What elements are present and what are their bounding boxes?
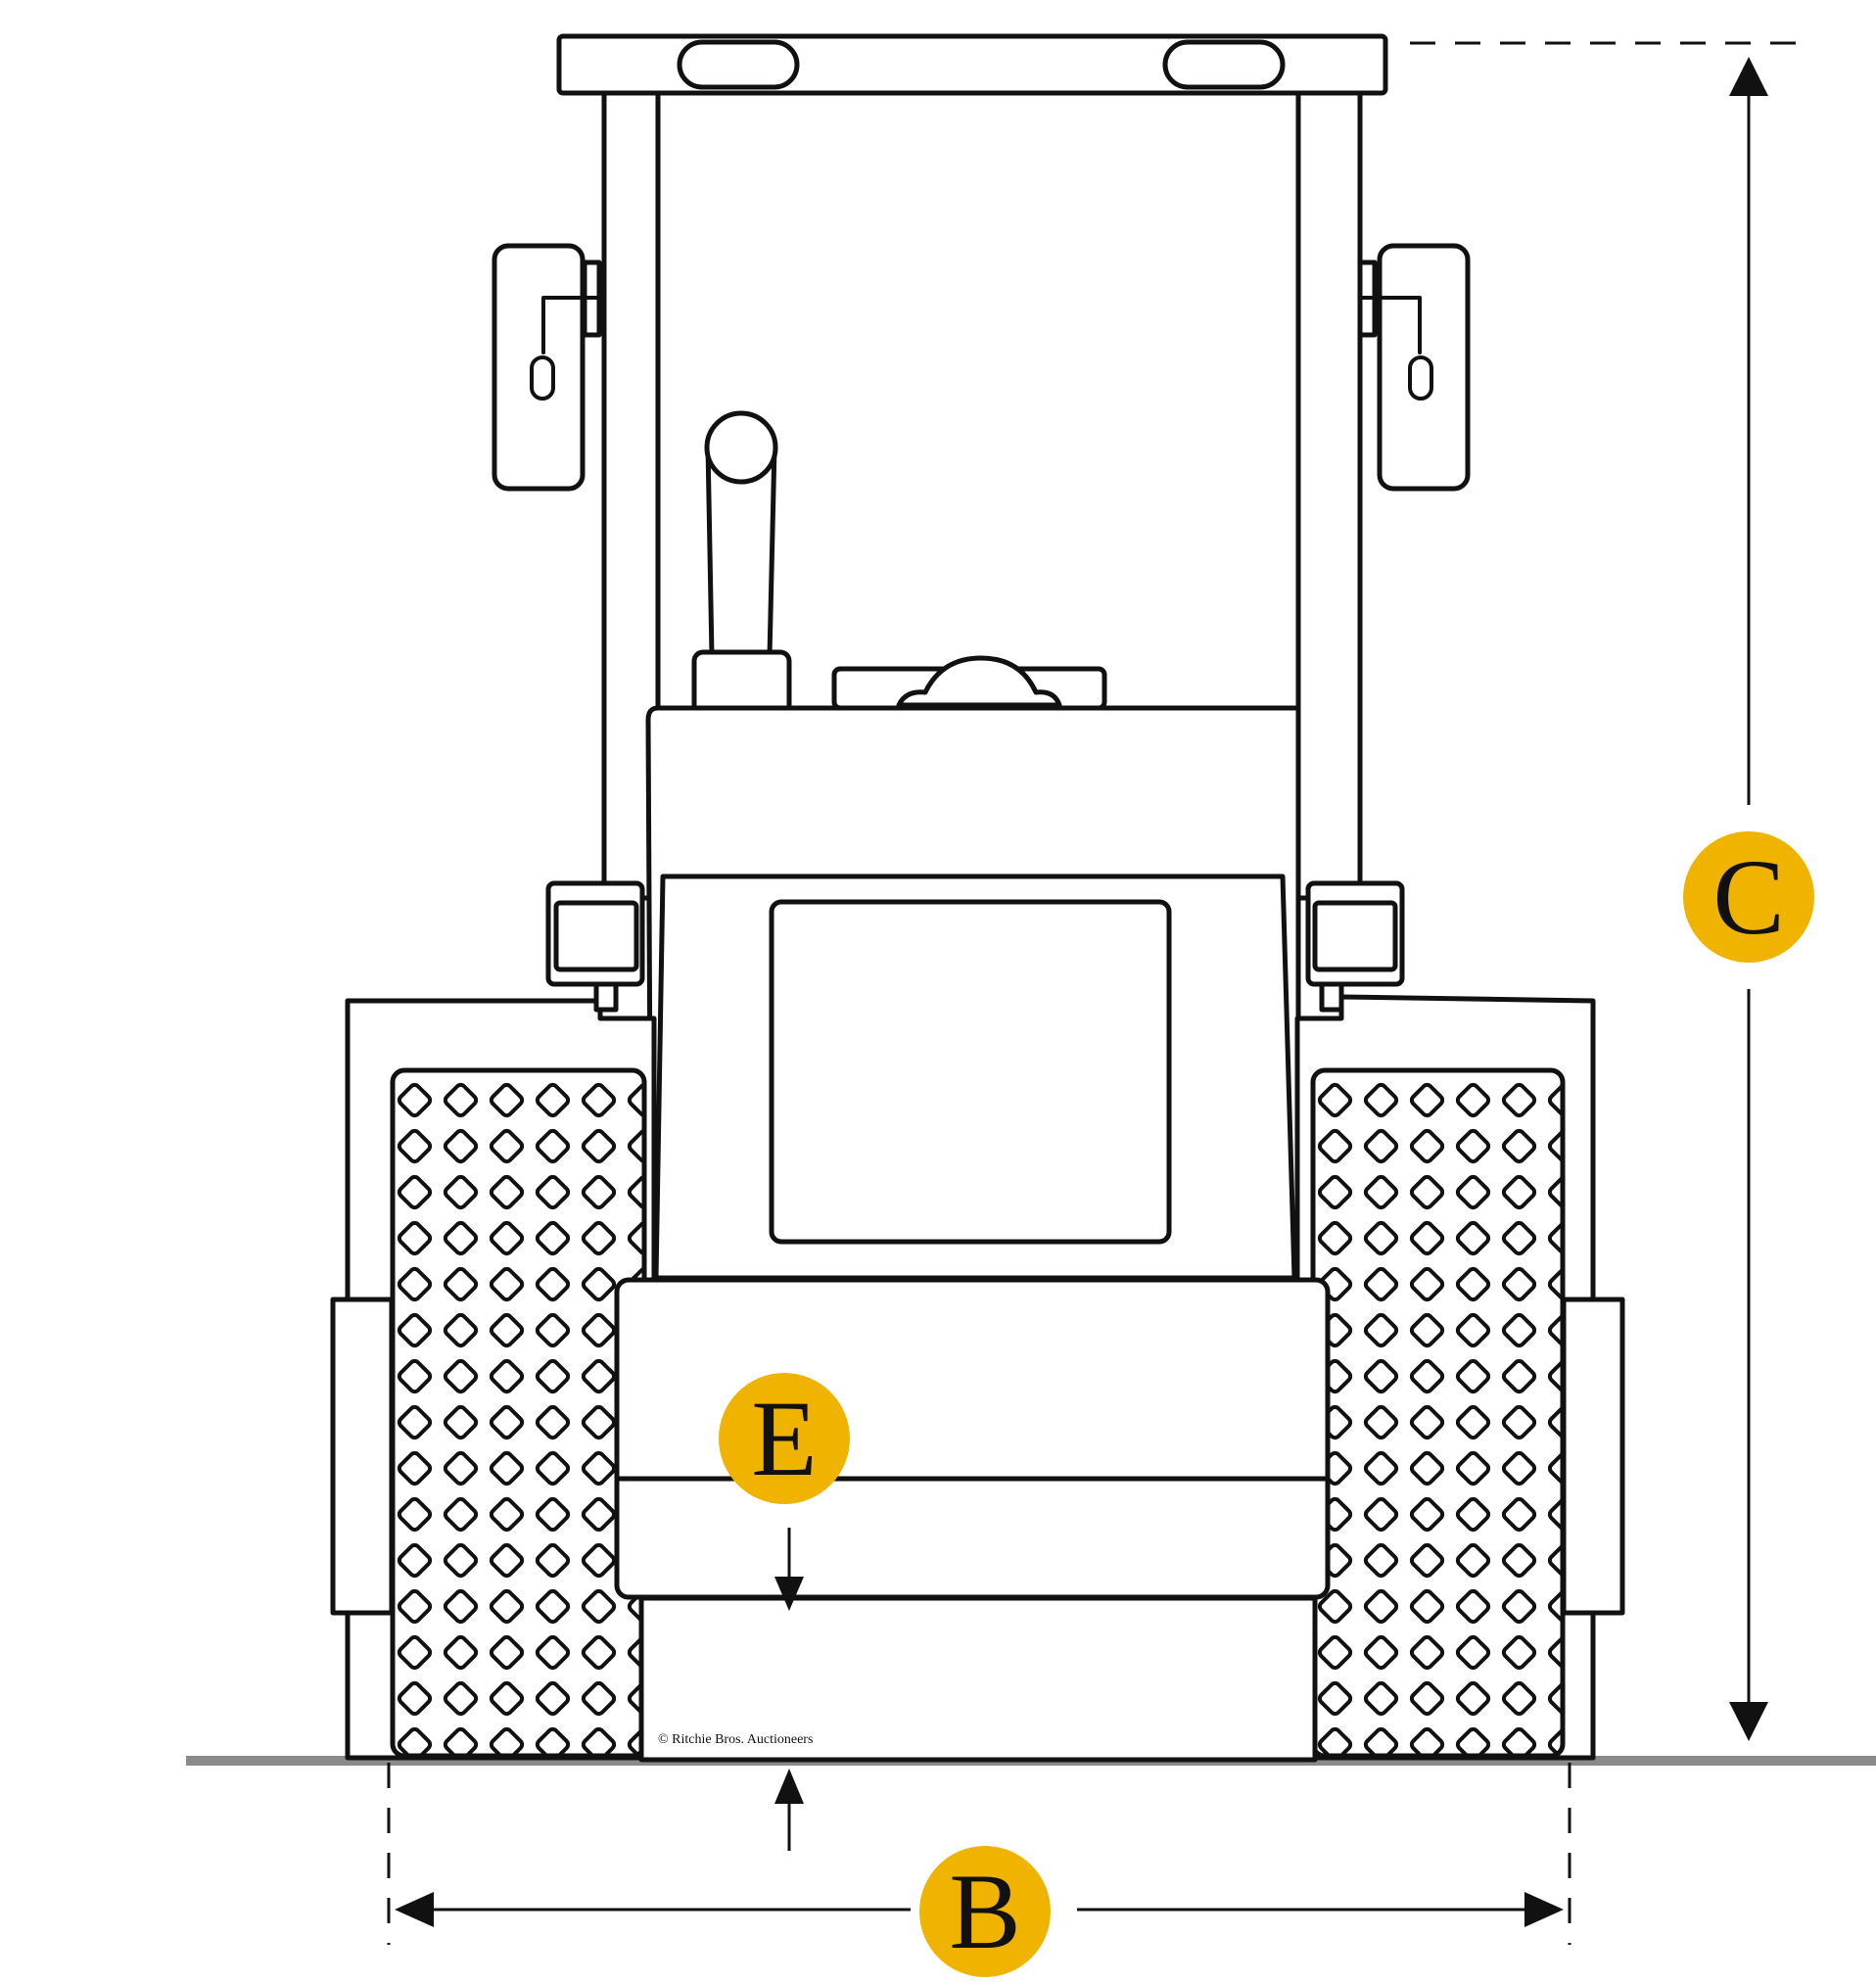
height-arrow-down [1729, 1702, 1768, 1741]
width-arrow-right [1524, 1892, 1564, 1927]
clearance-arrow-down [774, 1577, 804, 1611]
tire-right [1310, 1067, 1566, 1759]
height-badge [1683, 831, 1814, 963]
dimension-c: C [1410, 41, 1814, 1741]
roof-light-left [677, 39, 800, 90]
width-badge [919, 1846, 1051, 1977]
height-label: C [1712, 837, 1784, 957]
dimension-e: E [719, 1373, 850, 1851]
width-arrow-left [395, 1892, 434, 1927]
front-bumper [614, 1277, 1331, 1600]
side-panel-right [1561, 1297, 1625, 1616]
clearance-label: E [751, 1379, 817, 1498]
clearance-arrow-up [774, 1769, 804, 1804]
work-light-right [1305, 880, 1405, 1013]
side-panel-left [330, 1297, 395, 1616]
cab-pillar-right [1295, 90, 1363, 901]
height-arrow-up [1729, 57, 1768, 96]
mirror-right [1357, 243, 1471, 492]
mirror-left [492, 243, 604, 492]
front-grille-panel [769, 899, 1172, 1245]
width-label: B [949, 1852, 1020, 1971]
dimension-b: B [387, 1763, 1571, 1977]
work-light-left [545, 880, 645, 1013]
lower-frame [638, 1595, 1318, 1763]
copyright-text: © Ritchie Bros. Auctioneers [658, 1732, 813, 1747]
roof-light-right [1162, 39, 1286, 90]
tire-left [390, 1067, 647, 1759]
clearance-badge [719, 1373, 850, 1504]
